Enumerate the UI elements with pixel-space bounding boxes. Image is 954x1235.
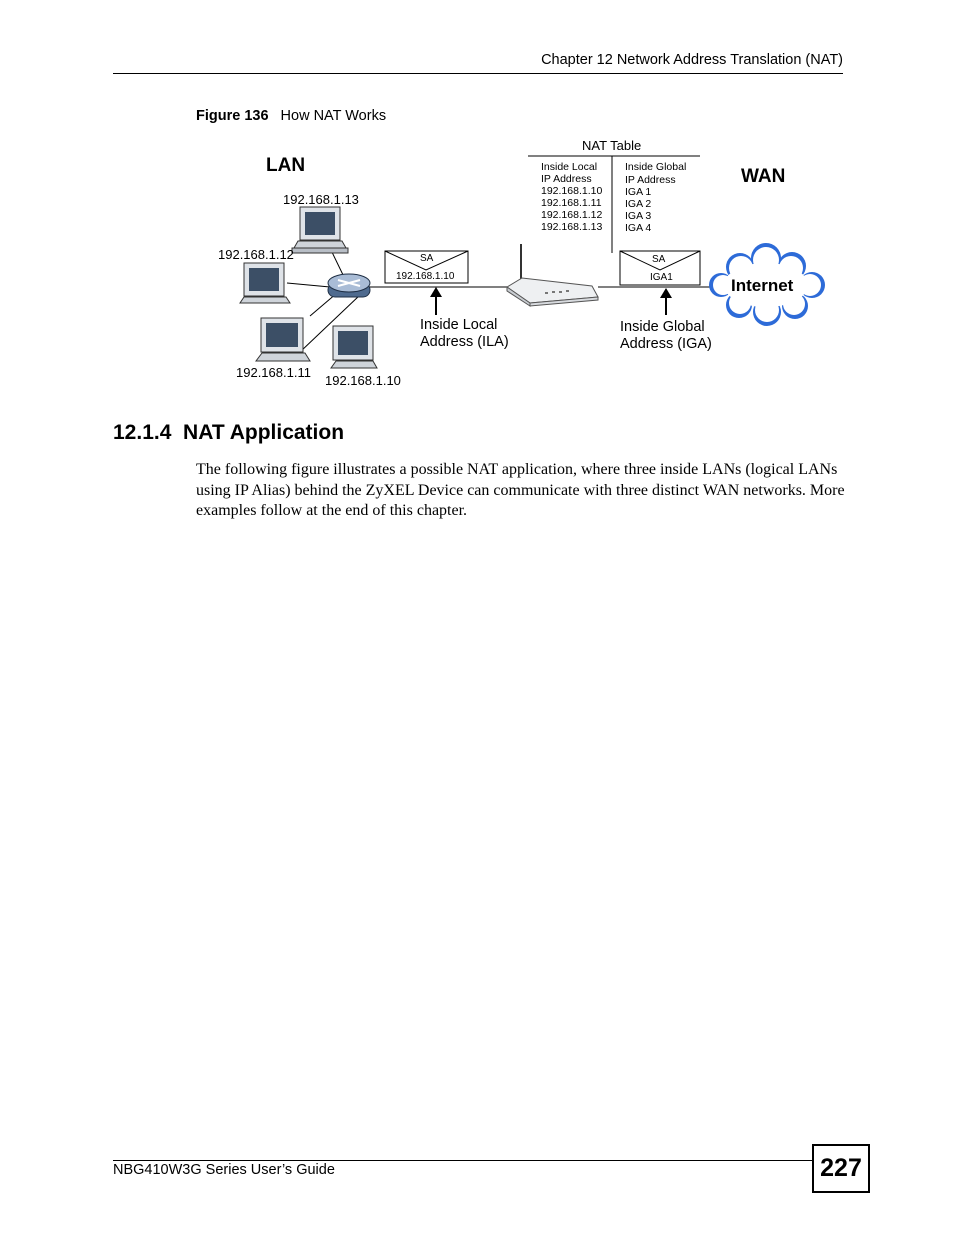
nat-table-title: NAT Table bbox=[582, 138, 641, 153]
ila-label-line2: Address (ILA) bbox=[420, 334, 509, 350]
router-icon bbox=[506, 244, 599, 307]
page-number: 227 bbox=[812, 1144, 870, 1193]
nat-col1-value: 192.168.1.10 bbox=[541, 185, 602, 197]
nat-col2-header-1: Inside Global bbox=[625, 161, 686, 173]
footer-rule bbox=[113, 1160, 813, 1161]
ila-label-line1: Inside Local bbox=[420, 317, 497, 333]
packet-left-sa: SA bbox=[420, 253, 434, 264]
header-rule bbox=[113, 73, 843, 74]
packet-right-sa: SA bbox=[652, 254, 666, 265]
host-ip-11: 192.168.1.11 bbox=[236, 365, 311, 380]
figure-label: Figure 136 bbox=[196, 108, 269, 124]
internet-label: Internet bbox=[731, 276, 794, 295]
host-ip-13: 192.168.1.13 bbox=[283, 192, 359, 207]
nat-diagram: LAN WAN NAT Table Inside Local IP Addres… bbox=[218, 138, 825, 388]
chapter-header: Chapter 12 Network Address Translation (… bbox=[541, 52, 843, 68]
switch-icon bbox=[327, 273, 371, 298]
nat-col1-value: 192.168.1.12 bbox=[541, 209, 602, 221]
iga-label-line1: Inside Global bbox=[620, 319, 705, 335]
nat-col2-value: IGA 1 bbox=[625, 186, 651, 198]
host-ip-12: 192.168.1.12 bbox=[218, 247, 294, 262]
computer-icon-12 bbox=[239, 262, 291, 304]
figure-title: How NAT Works bbox=[280, 108, 387, 124]
nat-col1-header-2: IP Address bbox=[541, 173, 592, 185]
nat-col2-value: IGA 3 bbox=[625, 210, 651, 222]
nat-table-col1: Inside Local IP Address 192.168.1.10 192… bbox=[541, 161, 602, 233]
lan-label: LAN bbox=[266, 155, 305, 176]
computer-icon-10 bbox=[330, 325, 378, 369]
computer-icon-13 bbox=[291, 206, 349, 254]
host-ip-10: 192.168.1.10 bbox=[325, 373, 401, 388]
nat-col2-value: IGA 2 bbox=[625, 198, 651, 210]
section-paragraph: The following figure illustrates a possi… bbox=[196, 461, 845, 519]
nat-col2-header-2: IP Address bbox=[625, 174, 676, 186]
wan-label: WAN bbox=[741, 166, 785, 187]
packet-left: SA 192.168.1.10 bbox=[384, 250, 469, 284]
section-title: 12.1.4 NAT Application bbox=[113, 421, 345, 444]
figure-caption: Figure 136 How NAT Works bbox=[196, 108, 386, 124]
nat-col1-header-1: Inside Local bbox=[541, 161, 597, 173]
nat-col1-value: 192.168.1.11 bbox=[541, 197, 602, 209]
iga-label-line2: Address (IGA) bbox=[620, 336, 712, 352]
internet-cloud-icon: Internet bbox=[709, 243, 825, 326]
packet-right-addr: IGA1 bbox=[650, 272, 673, 283]
packet-left-addr: 192.168.1.10 bbox=[396, 271, 455, 282]
iga-arrow bbox=[660, 288, 672, 315]
nat-col1-value: 192.168.1.13 bbox=[541, 221, 602, 233]
nat-table-col2: Inside Global IP Address IGA 1 IGA 2 IGA… bbox=[625, 161, 686, 234]
ila-arrow bbox=[430, 287, 442, 315]
nat-col2-value: IGA 4 bbox=[625, 222, 651, 234]
packet-right: SA IGA1 bbox=[619, 250, 701, 286]
footer-guide-title: NBG410W3G Series User’s Guide bbox=[113, 1162, 335, 1178]
computer-icon-11 bbox=[255, 317, 311, 362]
